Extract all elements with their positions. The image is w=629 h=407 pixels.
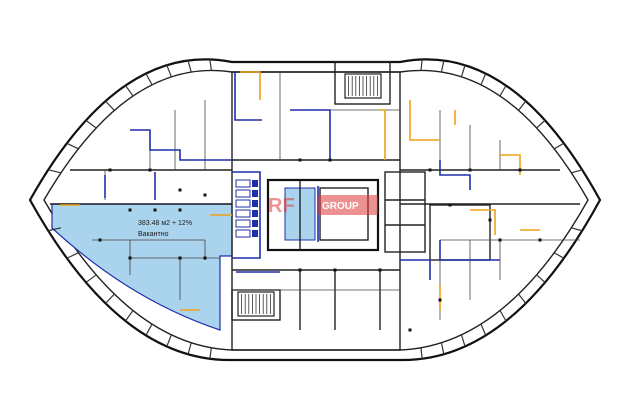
facade-mullion bbox=[187, 342, 192, 355]
facade-mullion bbox=[499, 85, 507, 97]
lift-door bbox=[252, 220, 258, 227]
stairs-north bbox=[344, 73, 382, 99]
column bbox=[298, 268, 302, 272]
blue-partitions bbox=[104, 72, 500, 280]
facade-mullion bbox=[105, 293, 115, 304]
column bbox=[498, 238, 502, 242]
facade-mullion bbox=[440, 60, 445, 73]
elevator-bank bbox=[235, 179, 258, 238]
facade-mullion bbox=[209, 347, 212, 359]
facade-mullion bbox=[209, 59, 212, 71]
facade-mullion bbox=[460, 334, 466, 347]
facade-mullion bbox=[125, 85, 134, 97]
facade-mullion bbox=[187, 60, 192, 73]
lift-cabin bbox=[235, 229, 251, 238]
column bbox=[178, 208, 182, 212]
facade-mullion bbox=[499, 310, 507, 322]
column bbox=[408, 328, 412, 332]
column bbox=[518, 168, 522, 172]
column bbox=[153, 208, 157, 212]
lift-door bbox=[252, 200, 258, 207]
facade-mullion bbox=[571, 169, 583, 174]
column bbox=[378, 268, 382, 272]
facade-mullion bbox=[420, 59, 423, 71]
lift-cabin bbox=[235, 179, 251, 188]
facade-mullion bbox=[460, 65, 466, 77]
column bbox=[438, 298, 442, 302]
facade-mullion bbox=[518, 100, 527, 111]
lift-cabin bbox=[235, 219, 251, 228]
facade-mullion bbox=[125, 310, 134, 322]
column bbox=[488, 218, 492, 222]
facade-mullion bbox=[85, 274, 97, 283]
unit-status-label: Вакантно bbox=[138, 231, 169, 238]
lift-cabin bbox=[235, 189, 251, 198]
facade-mullion bbox=[166, 334, 172, 347]
stair-well bbox=[237, 291, 275, 317]
facade-mullion bbox=[553, 142, 565, 150]
facade-mullion bbox=[536, 274, 546, 283]
orange-partitions bbox=[60, 71, 540, 311]
company-logo-watermark: RF GROUP bbox=[268, 195, 378, 217]
lift-door bbox=[252, 190, 258, 197]
column bbox=[538, 238, 542, 242]
lift-cabin bbox=[235, 199, 251, 208]
facade-mullion bbox=[518, 293, 527, 304]
column bbox=[298, 158, 302, 162]
facade-mullion bbox=[553, 252, 565, 259]
column bbox=[148, 168, 152, 172]
column bbox=[203, 256, 207, 260]
unit-area-label: 383.48 м2 + 12% bbox=[138, 220, 192, 227]
facade-mullion bbox=[66, 142, 79, 150]
svg-text:GROUP: GROUP bbox=[322, 201, 359, 212]
column bbox=[178, 256, 182, 260]
stairs-south bbox=[237, 291, 275, 317]
column bbox=[203, 193, 207, 197]
outer-facade bbox=[28, 58, 602, 362]
west-facade-panels bbox=[48, 59, 212, 359]
lift-door bbox=[252, 180, 258, 187]
svg-text:RF: RF bbox=[268, 195, 295, 217]
core-walls bbox=[231, 61, 491, 351]
column bbox=[448, 203, 452, 207]
lift-door bbox=[252, 210, 258, 217]
structural-columns bbox=[98, 158, 542, 332]
stair-well bbox=[344, 73, 382, 99]
lift-door bbox=[252, 230, 258, 237]
facade-mullion bbox=[571, 227, 583, 232]
vacant-unit-area[interactable] bbox=[51, 203, 233, 331]
east-wing-walls bbox=[400, 110, 580, 320]
facade-mullion bbox=[66, 252, 79, 259]
facade-mullion bbox=[48, 169, 62, 174]
column bbox=[178, 188, 182, 192]
facade-mullion bbox=[420, 347, 423, 359]
column bbox=[468, 168, 472, 172]
column bbox=[108, 168, 112, 172]
column bbox=[98, 238, 102, 242]
column bbox=[428, 168, 432, 172]
column bbox=[128, 208, 132, 212]
facade-mullion bbox=[166, 64, 172, 78]
facade-mullion bbox=[48, 227, 62, 232]
facade-mullion bbox=[480, 73, 487, 86]
facade-mullion bbox=[85, 119, 97, 129]
column bbox=[128, 256, 132, 260]
facade-mullion bbox=[145, 73, 153, 86]
column bbox=[333, 268, 337, 272]
facade-mullion bbox=[536, 119, 546, 129]
facade-mullion bbox=[440, 342, 445, 355]
column bbox=[328, 158, 332, 162]
facade-mullion bbox=[480, 323, 487, 336]
facade-mullion bbox=[105, 100, 115, 111]
facade-mullion bbox=[145, 323, 153, 336]
east-facade-panels bbox=[420, 59, 583, 359]
lift-cabin bbox=[235, 209, 251, 218]
